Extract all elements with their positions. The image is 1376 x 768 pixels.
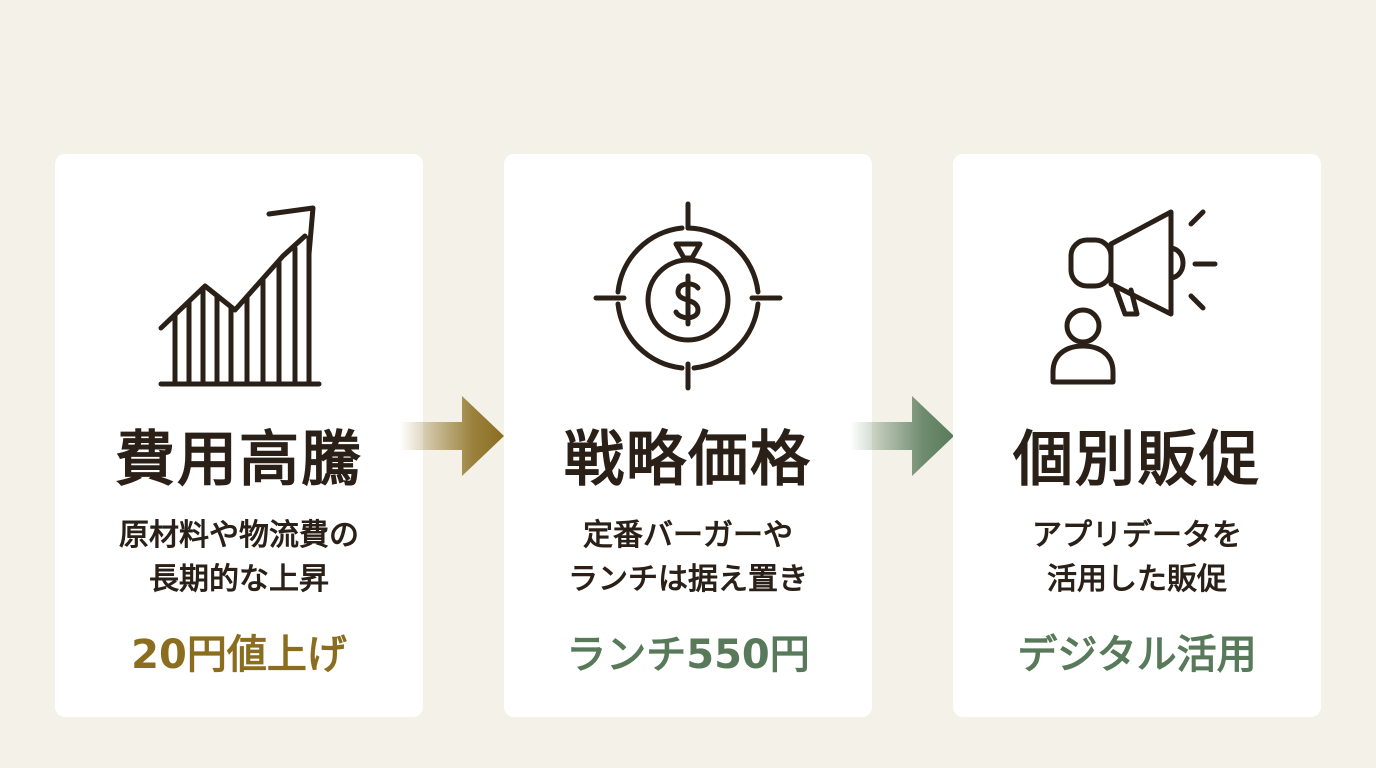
rising-bar-chart-arrow-icon [55, 198, 423, 398]
card-description: アプリデータを 活用した販促 [953, 514, 1321, 602]
card-description: 原材料や物流費の 長期的な上昇 [55, 514, 423, 602]
card-strategic-price: 戦略価格 定番バーガーや ランチは据え置き ランチ550円 [504, 154, 872, 717]
arrow-right-icon [400, 396, 504, 476]
card-individual-promotion: 個別販促 アプリデータを 活用した販促 デジタル活用 [953, 154, 1321, 717]
card-title: 費用高騰 [115, 425, 363, 495]
card-highlight: デジタル活用 [1017, 632, 1257, 678]
arrow-right-icon [850, 396, 954, 476]
card-description-line: アプリデータを [1032, 518, 1242, 553]
card-title: 個別販促 [1013, 425, 1261, 495]
card-description: 定番バーガーや ランチは据え置き [504, 514, 872, 602]
card-description-line: 活用した販促 [1047, 562, 1227, 597]
card-description-line: ランチは据え置き [568, 562, 808, 597]
card-title: 戦略価格 [564, 425, 812, 495]
card-description-line: 長期的な上昇 [149, 562, 329, 597]
card-highlight: ランチ550円 [566, 632, 810, 678]
money-bag-target-icon [504, 198, 872, 398]
megaphone-person-icon [953, 198, 1321, 398]
card-description-line: 原材料や物流費の [119, 518, 359, 553]
card-highlight: 20円値上げ [131, 632, 347, 678]
card-cost-rise: 費用高騰 原材料や物流費の 長期的な上昇 20円値上げ [55, 154, 423, 717]
card-description-line: 定番バーガーや [583, 518, 793, 553]
